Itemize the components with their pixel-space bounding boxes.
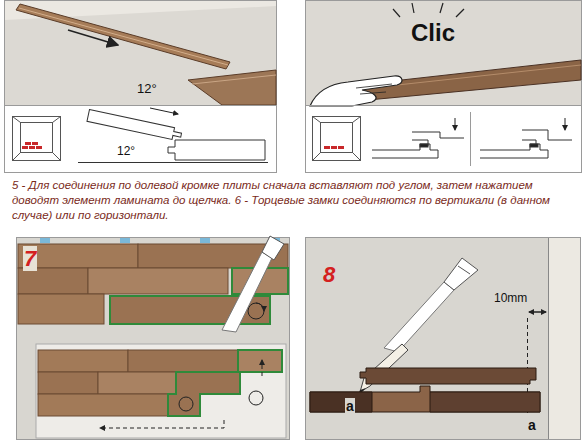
point-label: a — [527, 417, 537, 433]
step-number: 7 — [23, 246, 37, 271]
sound-label: Clic — [410, 19, 456, 47]
step-number: 8 — [322, 262, 336, 287]
dimension: 10mm — [493, 292, 528, 306]
angle-label: 12° — [116, 145, 136, 159]
angle-label: 12° — [136, 82, 158, 97]
point-label: a — [345, 398, 355, 414]
caption-text: 5 - Для соединения по долевой кромке пли… — [12, 178, 578, 223]
